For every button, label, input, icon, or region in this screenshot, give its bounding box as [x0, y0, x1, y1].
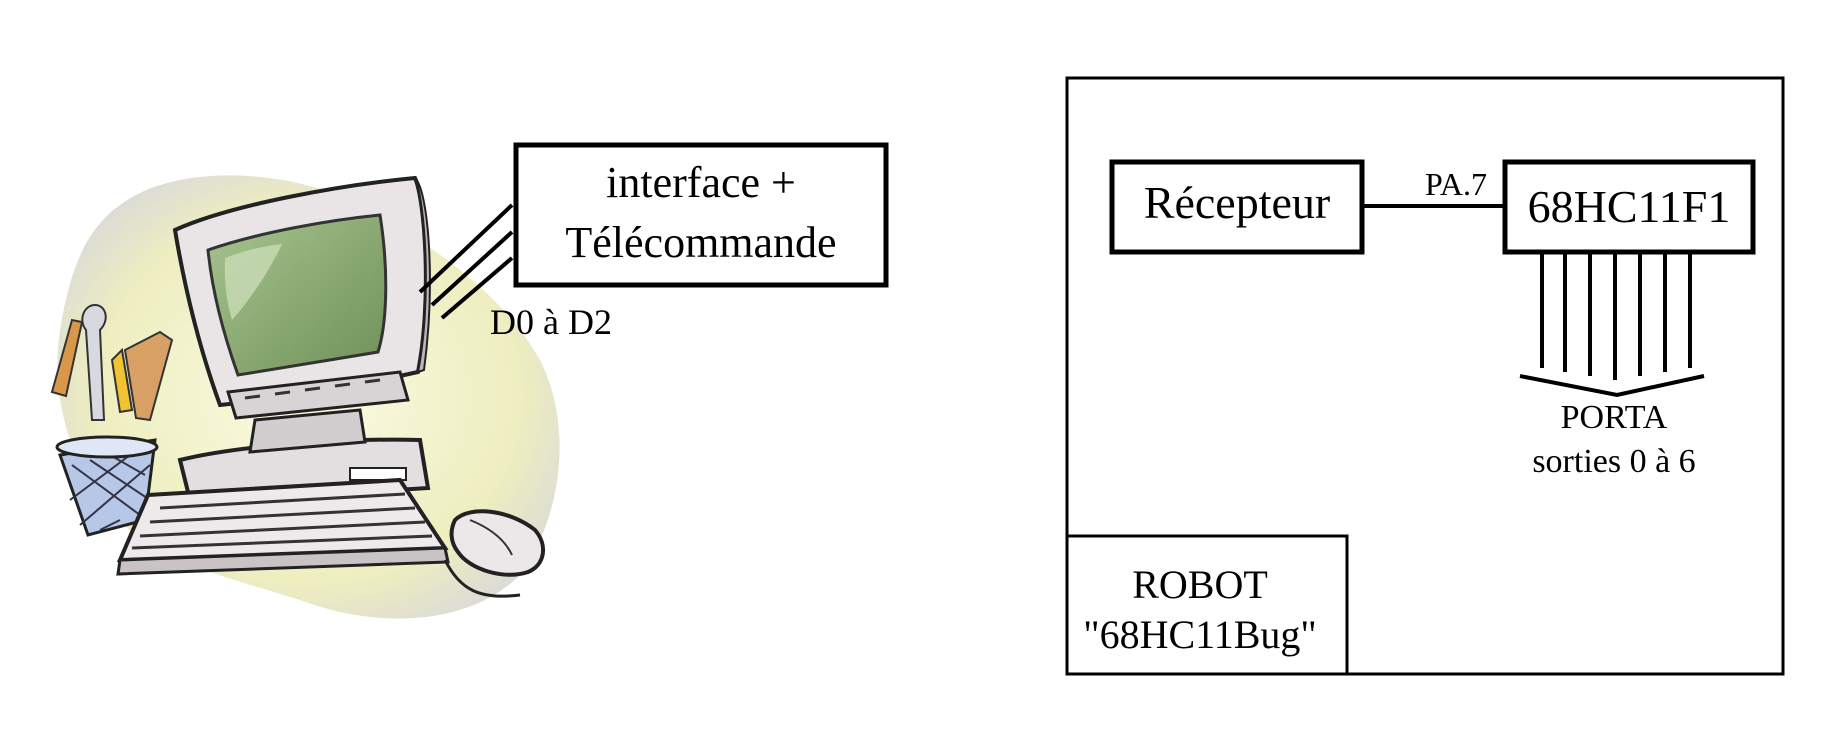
porta-output-lines — [1540, 252, 1692, 380]
link-label: PA.7 — [1425, 166, 1487, 202]
monitor-stand — [248, 408, 367, 454]
porta-arrow — [1519, 374, 1705, 398]
interface-box — [513, 142, 889, 288]
mouse-icon — [443, 509, 545, 598]
outputs-label: sorties 0 à 6 — [1532, 443, 1695, 480]
interface-label-line2: Télécommande — [565, 218, 836, 267]
monitor-icon — [172, 175, 431, 420]
mcu-box — [1502, 159, 1756, 255]
robot-name-line2: "68HC11Bug" — [1083, 612, 1316, 657]
robot-name-line1: ROBOT — [1132, 562, 1268, 607]
receiver-box — [1109, 159, 1365, 255]
receiver-label: Récepteur — [1144, 177, 1330, 228]
keyboard-icon — [116, 477, 450, 576]
robot-frame — [1065, 76, 1785, 676]
mcu-label: 68HC11F1 — [1528, 181, 1731, 232]
computer-illustration — [50, 175, 560, 619]
robot-name-box — [1067, 534, 1349, 674]
interface-label-line1: interface + — [606, 158, 796, 207]
bus-label: D0 à D2 — [490, 302, 612, 342]
bus-lines — [418, 203, 514, 320]
porta-label: PORTA — [1561, 399, 1668, 436]
